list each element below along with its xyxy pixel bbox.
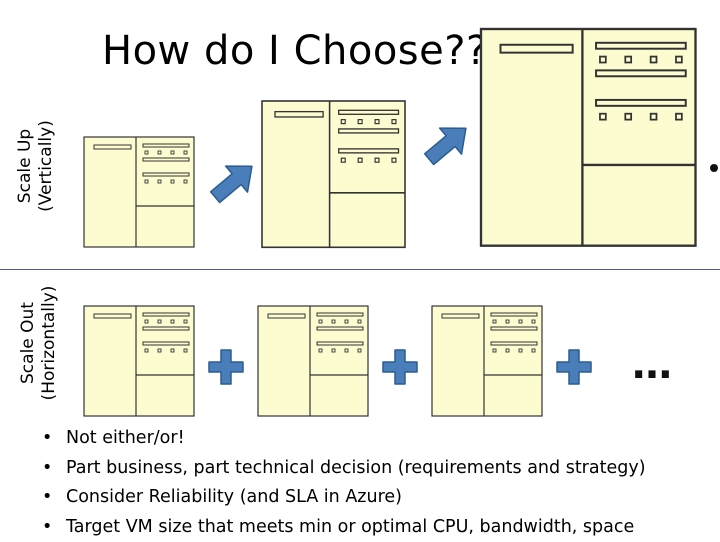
- bullet-list: • Not either/or! • Part business, part tec…: [42, 424, 646, 542]
- bullet-icon: •: [42, 454, 52, 484]
- bullet-text: Not either/or!: [66, 428, 185, 448]
- scale-up-arrow-icon: [204, 153, 263, 210]
- plus-icon: [209, 350, 243, 384]
- bullet-icon: •: [42, 513, 52, 542]
- bullet-item: • Target VM size that meets min or optima…: [42, 513, 646, 542]
- scale-up-arrow-icon: [418, 115, 477, 172]
- server-medium: [262, 101, 405, 247]
- server-instance: [432, 306, 542, 416]
- server-instance: [258, 306, 368, 416]
- bullet-item: • Part business, part technical decision …: [42, 454, 646, 484]
- overflow-dot: [710, 164, 718, 172]
- bullet-item: • Consider Reliability (and SLA in Azure): [42, 483, 646, 513]
- bullet-item: • Not either/or!: [42, 424, 646, 454]
- bullet-text: Target VM size that meets min or optimal…: [66, 517, 634, 537]
- bullet-icon: •: [42, 483, 52, 513]
- bullet-text: Part business, part technical decision (…: [66, 458, 646, 478]
- server-large: [481, 29, 696, 246]
- bullet-icon: •: [42, 424, 52, 454]
- server-instance: [84, 306, 194, 416]
- bullet-text: Consider Reliability (and SLA in Azure): [66, 487, 402, 507]
- more-servers-ellipsis: …: [632, 342, 672, 388]
- plus-icon: [383, 350, 417, 384]
- plus-icon: [557, 350, 591, 384]
- server-small: [84, 137, 194, 247]
